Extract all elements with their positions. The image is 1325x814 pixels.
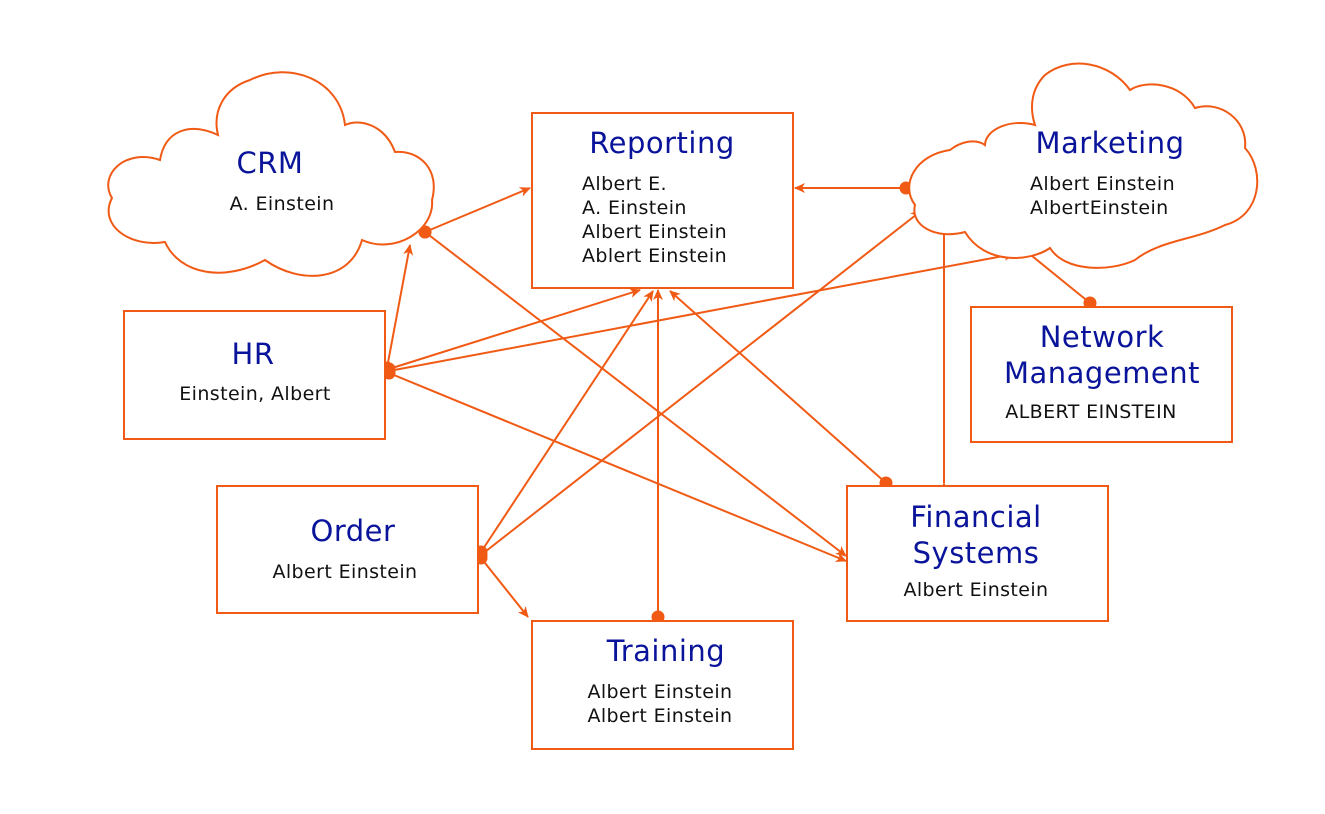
connections-layer (380, 181, 1097, 624)
marketing-person-1: Albert Einstein (1030, 173, 1175, 195)
crm-title: CRM (237, 146, 304, 180)
financial-person: Albert Einstein (903, 579, 1048, 601)
node-crm[interactable]: CRM A. Einstein (107, 71, 435, 277)
reporting-person-3: Albert Einstein (582, 221, 727, 243)
network-person: ALBERT EINSTEIN (1005, 401, 1176, 423)
financial-title-line-1: Financial (910, 500, 1042, 534)
reporting-title: Reporting (589, 126, 734, 160)
training-person-1: Albert Einstein (587, 681, 732, 703)
connection-hr-to-reporting (388, 288, 641, 370)
connection-financial-to-reporting (669, 290, 887, 484)
connection-order-to-reporting (480, 290, 654, 553)
network-box (970, 306, 1233, 443)
network-title-line-1: Network (1040, 320, 1165, 354)
connection-hr-to-crm (386, 244, 414, 369)
crm-cloud-shape (107, 71, 435, 277)
marketing-person-2: AlbertEinstein (1030, 197, 1169, 219)
hr-box (123, 310, 386, 440)
connection-order-to-training (480, 557, 529, 618)
network-title-line-2: Management (1004, 356, 1200, 390)
financial-box (846, 485, 1109, 622)
marketing-title: Marketing (1035, 126, 1184, 160)
hr-title: HR (232, 337, 275, 371)
node-order[interactable]: Order Albert Einstein (216, 485, 479, 614)
reporting-person-2: A. Einstein (582, 197, 687, 219)
node-financial-systems[interactable]: Financial Systems Albert Einstein (846, 485, 1109, 622)
marketing-cloud-shape (908, 62, 1259, 269)
crm-person: A. Einstein (230, 193, 335, 215)
training-person-2: Albert Einstein (587, 705, 732, 727)
node-reporting[interactable]: Reporting Albert E. A. Einstein Albert E… (531, 112, 794, 289)
connection-crm-to-financial (424, 231, 847, 557)
node-training[interactable]: Training Albert Einstein Albert Einstein (531, 620, 794, 750)
connection-order-to-marketing (480, 210, 922, 556)
connection-hr-to-financial (388, 372, 847, 562)
reporting-person-1: Albert E. (582, 173, 667, 195)
order-title: Order (311, 514, 396, 548)
order-box (216, 485, 479, 614)
order-person: Albert Einstein (272, 561, 417, 583)
node-marketing[interactable]: Marketing Albert Einstein AlbertEinstein (908, 62, 1259, 269)
training-box (531, 620, 794, 750)
reporting-box (531, 112, 794, 289)
hr-person: Einstein, Albert (179, 383, 330, 405)
connection-crm-to-reporting (424, 187, 531, 233)
reporting-person-4: Ablert Einstein (582, 245, 727, 267)
connection-hr-to-marketing (388, 250, 1015, 372)
financial-title-line-2: Systems (913, 536, 1040, 570)
node-network-management[interactable]: Network Management ALBERT EINSTEIN (970, 306, 1233, 443)
node-hr[interactable]: HR Einstein, Albert (123, 310, 386, 440)
training-title: Training (606, 634, 725, 668)
